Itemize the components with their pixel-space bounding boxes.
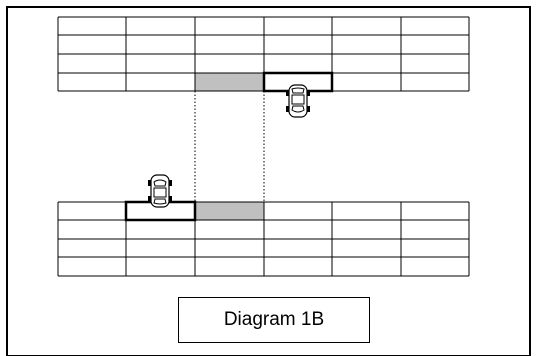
top-grid-shaded-cell	[195, 73, 264, 91]
diagram-frame	[6, 6, 531, 356]
top-grid	[57, 16, 470, 93]
car-top-view-icon	[147, 174, 173, 208]
bottom-grid-shaded-cell	[195, 202, 264, 220]
car-top-view-icon	[285, 84, 311, 118]
bottom-grid	[57, 200, 470, 277]
diagram-caption: Diagram 1B	[178, 297, 370, 343]
diagram-caption-text: Diagram 1B	[223, 309, 325, 330]
